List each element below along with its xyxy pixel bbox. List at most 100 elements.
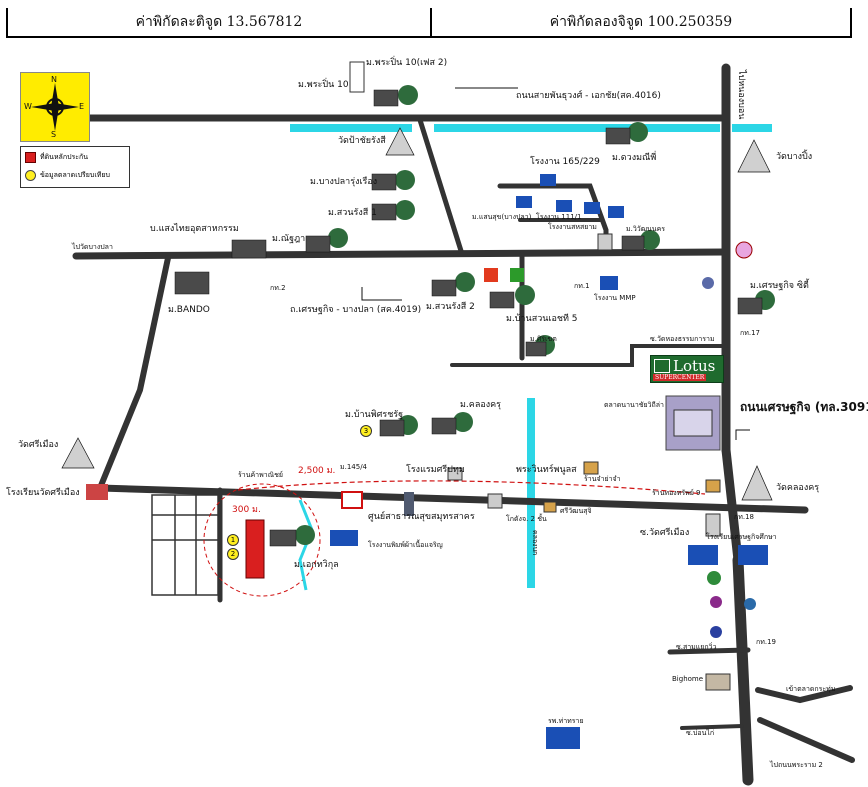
road-network <box>72 63 855 786</box>
factory-blue-icon <box>600 276 618 290</box>
label-moo-suanrangsi1: ม.สวนรังสี 1 <box>328 208 377 218</box>
label-wat-pukthong: วัดป้าชัยรังสี <box>338 136 386 146</box>
label-wat-srimuang: วัดศรีเมือง <box>18 440 59 450</box>
temple-icon <box>737 139 771 173</box>
label-top-road: ถนนสายพันธุวงศ์ - เอกชัย(สค.4016) <box>516 91 661 101</box>
lotus-logo: Lotus SUPERCENTER <box>650 355 724 383</box>
sevenel-icon-2 <box>510 268 524 282</box>
label-dist-300: 300 ม. <box>232 505 261 515</box>
label-to-krathum: เข้าตลาดกระทุ่ม <box>786 685 836 693</box>
hospital-cross-icon <box>341 491 363 509</box>
main-road-4019 <box>72 248 730 260</box>
compass-icon <box>31 83 79 131</box>
flag-icon <box>86 484 108 500</box>
label-moo-viwan: ม.วิวัฒนนคร <box>626 225 666 233</box>
ptt-icon-2 <box>710 626 722 638</box>
label-moo-suanrangsi2: ม.สวนรังสี 2 <box>426 302 475 312</box>
label-factory-fabric: โรงงานพิมพ์ผ้าเนื้อแจริญ <box>368 541 443 549</box>
house-icon <box>737 297 763 315</box>
house-icon <box>269 529 297 547</box>
label-school-setthakit: โรงเรียนเศรษฐกิจศึกษา <box>706 533 777 541</box>
label-wat-hongkru: วัดคลองครุ <box>776 483 820 493</box>
factory-blue-icon <box>738 545 768 565</box>
shop-icon <box>543 501 557 513</box>
temple-icon <box>741 465 773 501</box>
market-marker-1: 1 <box>227 534 239 546</box>
temple-icon <box>61 437 95 469</box>
label-moo-sirichet: ม.ศิริเขต <box>530 335 557 343</box>
tree-icon <box>453 412 473 432</box>
label-bighome: Bighome <box>672 675 704 683</box>
lotus-icon <box>654 359 670 373</box>
subdivision-grid <box>151 494 219 596</box>
compass-e: E <box>79 102 85 111</box>
house-icon <box>489 291 515 309</box>
building-icon <box>597 233 613 251</box>
compass-s: S <box>51 130 57 139</box>
canal-top-right <box>732 124 772 132</box>
factory-blue-icon <box>556 200 572 212</box>
house-icon <box>431 417 457 435</box>
legend-market-swatch <box>25 170 36 181</box>
distance-2500-line <box>237 480 706 495</box>
tree-icon <box>515 285 535 305</box>
label-moo-sangthai: บ.แสงไทยอุตสาหกรรม <box>150 224 239 234</box>
compass-n: N <box>51 75 57 84</box>
tree-icon <box>295 525 315 545</box>
label-moo-ekworakun: ม.เอกทวิกุล <box>294 560 339 570</box>
label-moo-baanthai5: ม.บ้านสวนเอชที 5 <box>506 314 578 324</box>
shop-icon <box>583 461 599 475</box>
factory-blue-icon <box>540 174 556 186</box>
house-icons <box>61 85 775 749</box>
label-store-9: ร้านทองทรัพย์ 9 <box>652 489 701 497</box>
canal-top-left <box>290 124 412 132</box>
factory-icon <box>231 239 267 259</box>
label-to-bottom: ไปถนนพระราม 2 <box>770 761 823 769</box>
label-to-bangpla: ไปวัดบางปลา <box>72 243 113 251</box>
house-icon <box>525 341 547 357</box>
road-soi-bon <box>680 724 744 730</box>
bank-icon <box>735 241 753 259</box>
label-to-right-top: ไปหนองบอน <box>736 70 746 120</box>
latitude-header: ค่าพิกัดละติจูด 13.567812 <box>6 8 432 38</box>
label-canal: คลองบก <box>531 530 539 556</box>
label-moo-baannat: ม.บ้านพิศรชรัฐ <box>345 410 404 420</box>
ptt-icon <box>702 277 714 289</box>
label-store-p: ร้านค้าพาณิชย์ <box>238 471 283 479</box>
shop-icon <box>705 479 721 493</box>
label-ref-17: กท.17 <box>740 329 760 337</box>
legend-collateral-label: ที่ดินหลักประกัน <box>40 153 89 161</box>
small-canal <box>298 499 314 591</box>
lotus-text: Lotus <box>673 357 716 375</box>
tree-icon <box>455 272 475 292</box>
label-hospital: รพ.ท่าทราย <box>548 717 584 725</box>
bank-purple-icon <box>710 596 722 608</box>
label-ref-2: กท.2 <box>270 284 286 292</box>
factory-blue-icon <box>584 202 600 214</box>
road-to-rama2 <box>757 717 855 763</box>
latitude-label: ค่าพิกัดละติจูด 13.567812 <box>135 14 303 30</box>
compass-rose: N S E W <box>20 72 90 142</box>
house-icon <box>373 89 399 107</box>
label-moo-chokemonee: ม.ดวงมณีพี่ <box>612 153 657 163</box>
label-prawin: พระวินทร์พนูลส <box>516 465 577 475</box>
basket-icon <box>673 409 713 437</box>
building-icon <box>705 513 721 537</box>
label-soi-wat: ซ.วัดหองธรรมการาม <box>650 335 715 343</box>
label-ref-1: กท.1 <box>574 282 590 290</box>
factory-blue-icon <box>688 545 718 565</box>
label-factory-111: โรงงาน 111/1 <box>536 213 582 221</box>
factory-blue-icon <box>608 206 624 218</box>
road-end-marker <box>349 61 365 93</box>
label-wat-bangpling: วัดบางปิ้ง <box>776 152 813 162</box>
legend-row-collateral: ที่ดินหลักประกัน <box>25 152 88 163</box>
tree-icon <box>640 230 660 250</box>
building-icon <box>487 493 503 509</box>
map-legend: ที่ดินหลักประกัน ข้อมูลตลาดเปรียบเทียบ <box>20 146 130 188</box>
bighome-icon <box>705 673 731 691</box>
sevenel-icon <box>484 268 498 282</box>
hospital-icon <box>546 727 580 749</box>
arrow-setthakit <box>735 429 750 440</box>
label-setthakit: ถนนเศรษฐกิจ (ทล.3091) <box>740 400 868 414</box>
legend-row-market: ข้อมูลตลาดเปรียบเทียบ <box>25 170 110 181</box>
